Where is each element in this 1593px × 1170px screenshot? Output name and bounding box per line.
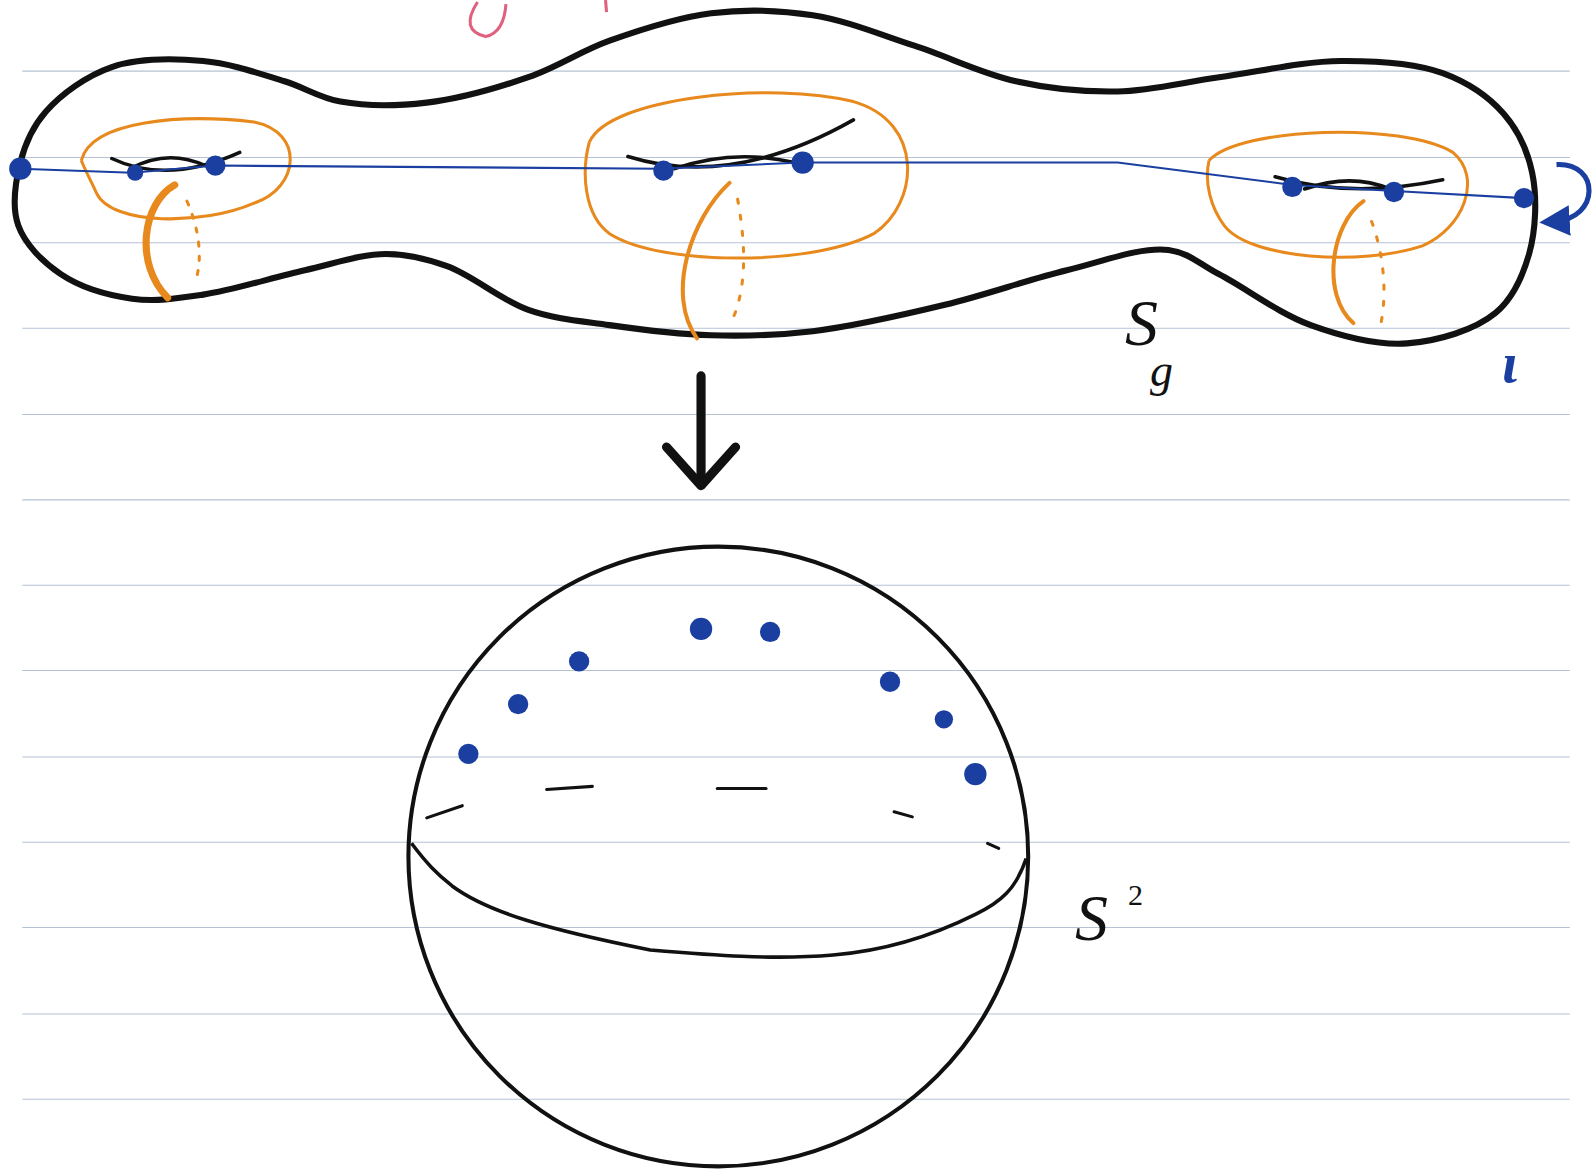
a-curves — [81, 93, 1467, 258]
surface-genus-subscript: g — [1150, 348, 1173, 394]
surface-name: S — [1125, 290, 1158, 356]
cut-off-note — [470, 0, 607, 37]
sphere-name: S — [1075, 885, 1108, 951]
sphere — [408, 547, 1028, 1167]
map-arrow — [666, 376, 735, 486]
sphere-dimension-superscript: 2 — [1128, 880, 1143, 910]
genus-g-surface — [15, 11, 1536, 344]
b-curves — [146, 183, 1384, 338]
involution-axis — [9, 151, 1589, 221]
ruled-lines — [22, 71, 1569, 1099]
involution-label: ι — [1502, 335, 1518, 391]
